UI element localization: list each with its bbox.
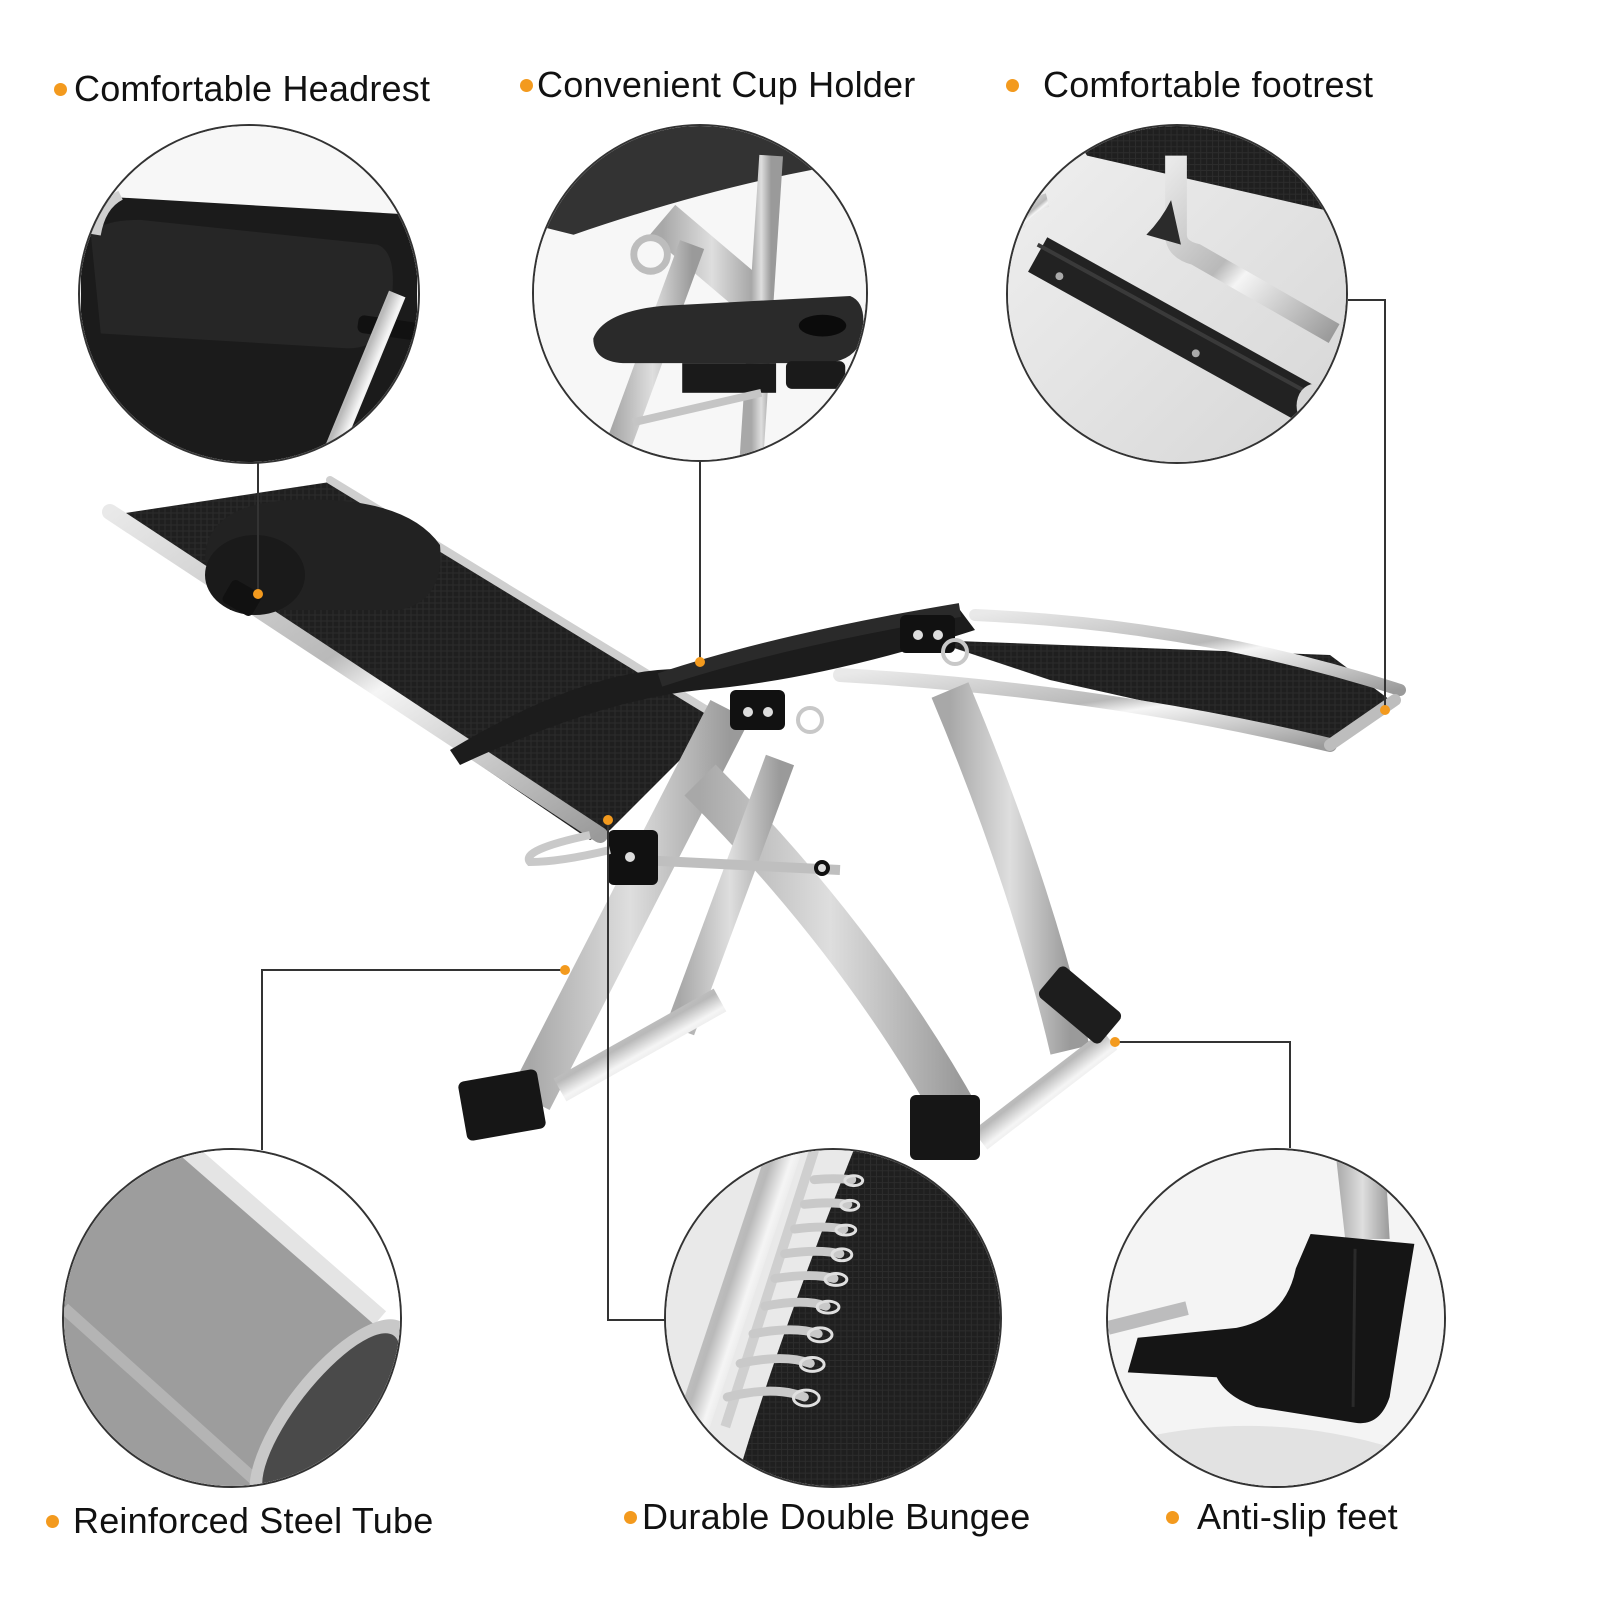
- anchor-dot-feet: [1110, 1037, 1120, 1047]
- connector-footrest: [1348, 299, 1386, 708]
- anchor-dot-footrest: [1380, 705, 1390, 715]
- connector-steel-tube: [261, 969, 563, 1150]
- feature-label-headrest: Comfortable Headrest: [54, 68, 430, 110]
- cup-holder-tray-icon: [534, 126, 866, 460]
- bullet-icon: [46, 1514, 59, 1528]
- oval-steel-tube-icon: [64, 1150, 400, 1486]
- chair-backrest: [102, 476, 724, 843]
- bullet-icon: [1166, 1510, 1179, 1524]
- anchor-dots: [253, 589, 1390, 1047]
- callout-feet: [1106, 1148, 1446, 1488]
- connector-feet: [1115, 1041, 1291, 1148]
- callout-cup-holder: [532, 124, 868, 462]
- connector-bungee: [607, 820, 668, 1321]
- anchor-dot-cup-holder: [695, 657, 705, 667]
- feature-label-feet: Anti-slip feet: [1166, 1496, 1398, 1538]
- bullet-icon: [520, 78, 533, 92]
- callout-headrest: [78, 124, 420, 464]
- chair-legs: [458, 615, 1122, 1160]
- anchor-dot-headrest: [253, 589, 263, 599]
- anchor-dot-steel-tube: [560, 965, 570, 975]
- headrest-pillow-icon: [81, 126, 418, 462]
- callout-footrest: [1006, 124, 1348, 464]
- bungee-cords-icon: [666, 1150, 1000, 1486]
- footrest-bar-icon: [1008, 126, 1346, 462]
- anchor-dot-bungee: [603, 815, 613, 825]
- connector-lines: [257, 299, 1386, 1321]
- rubber-foot-cap-icon: [1108, 1150, 1444, 1486]
- feature-label-cup-holder: Convenient Cup Holder: [520, 64, 915, 106]
- bullet-icon: [1006, 78, 1019, 92]
- feature-label-footrest: Comfortable footrest: [1006, 64, 1373, 106]
- feature-label-steel-tube: Reinforced Steel Tube: [46, 1500, 433, 1542]
- callout-steel-tube: [62, 1148, 402, 1488]
- feature-label-bungee: Durable Double Bungee: [624, 1496, 1030, 1538]
- callout-bungee: [664, 1148, 1002, 1488]
- bullet-icon: [624, 1510, 637, 1524]
- bullet-icon: [54, 82, 67, 96]
